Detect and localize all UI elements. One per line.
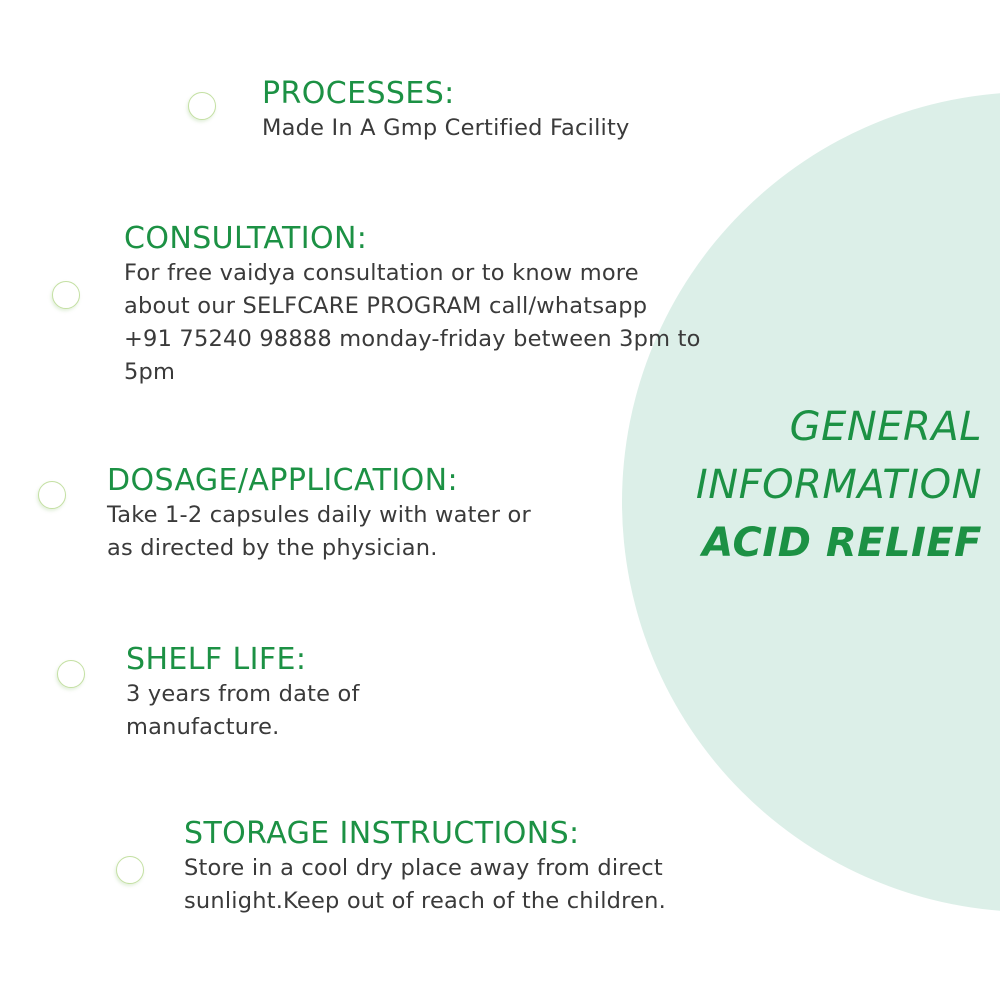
section-text-line: +91 75240 98888 monday-friday between 3p… xyxy=(124,326,701,352)
circle-bullet-icon xyxy=(52,281,80,309)
section-text-line: Made In A Gmp Certified Facility xyxy=(262,115,630,141)
section-heading: STORAGE INSTRUCTIONS: xyxy=(184,816,580,851)
section-text-line: manufacture. xyxy=(126,714,280,740)
circle-bullet-icon xyxy=(116,856,144,884)
section-text-line: as directed by the physician. xyxy=(107,535,438,561)
title-line-information: INFORMATION xyxy=(695,462,982,508)
section-text-line: about our SELFCARE PROGRAM call/whatsapp xyxy=(124,293,648,319)
section-text-line: 5pm xyxy=(124,359,176,385)
section-text-line: Take 1-2 capsules daily with water or xyxy=(107,502,531,528)
title-line-general: GENERAL xyxy=(789,404,982,450)
section-consultation: CONSULTATION: For free vaidya consultati… xyxy=(124,221,701,389)
section-heading: PROCESSES: xyxy=(262,76,455,111)
section-heading: CONSULTATION: xyxy=(124,221,368,256)
product-name: ACID RELIEF xyxy=(702,520,982,566)
section-text-line: sunlight.Keep out of reach of the childr… xyxy=(184,888,666,914)
section-text-line: For free vaidya consultation or to know … xyxy=(124,260,639,286)
general-information-title: GENERAL INFORMATION ACID RELIEF xyxy=(696,398,982,572)
section-heading: DOSAGE/APPLICATION: xyxy=(107,463,458,498)
section-text-line: 3 years from date of xyxy=(126,681,360,707)
circle-bullet-icon xyxy=(188,92,216,120)
circle-bullet-icon xyxy=(38,481,66,509)
section-processes: PROCESSES: Made In A Gmp Certified Facil… xyxy=(262,76,630,145)
circle-bullet-icon xyxy=(57,660,85,688)
section-shelf-life: SHELF LIFE: 3 years from date of manufac… xyxy=(126,642,360,744)
section-dosage: DOSAGE/APPLICATION: Take 1-2 capsules da… xyxy=(107,463,531,565)
section-heading: SHELF LIFE: xyxy=(126,642,307,677)
section-storage: STORAGE INSTRUCTIONS: Store in a cool dr… xyxy=(184,816,666,918)
section-text-line: Store in a cool dry place away from dire… xyxy=(184,855,663,881)
